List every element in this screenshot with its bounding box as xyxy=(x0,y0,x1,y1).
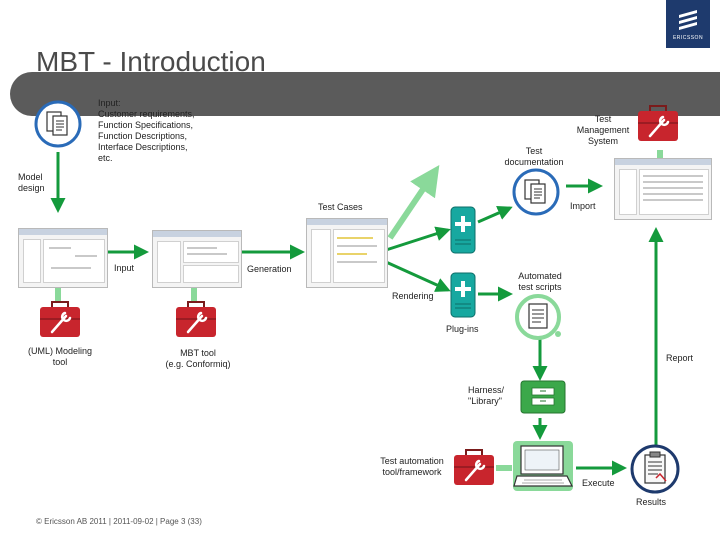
test-management-label: Test Management System xyxy=(576,114,630,146)
logo-wordmark: ERICSSON xyxy=(672,35,704,41)
branch-arrow-2 xyxy=(385,260,451,292)
mbt-tool-screenshot xyxy=(152,230,242,288)
page-title: MBT - Introduction xyxy=(36,46,266,77)
footer: © Ericsson AB 2011 | 2011-09-02 | Page 3… xyxy=(36,517,202,526)
clipboard-icon xyxy=(630,444,680,494)
results-label: Results xyxy=(636,497,667,507)
automated-scripts-label: Automated test scripts xyxy=(518,271,562,292)
ericsson-logo-icon xyxy=(679,10,697,30)
test-cases-label: Test Cases xyxy=(318,202,363,212)
plus-plugin-icon xyxy=(450,206,476,254)
test-management-screenshot xyxy=(614,158,712,220)
report-label: Report xyxy=(666,353,694,363)
plug-ins-label: Plug-ins xyxy=(446,324,479,334)
harness-label: Harness/ "Library" xyxy=(468,385,505,406)
documents-icon xyxy=(34,100,82,148)
toolbox-icon xyxy=(454,449,494,485)
import-label: Import xyxy=(570,201,596,211)
ericsson-logo: ERICSSON xyxy=(666,0,710,48)
mbt-tool-label: MBT tool (e.g. Conformiq) xyxy=(165,348,231,369)
uml-tool-label: (UML) Modeling tool xyxy=(27,346,93,367)
plus-plugin-icon xyxy=(450,272,476,318)
input-label: Input xyxy=(114,263,135,273)
test-automation-label: Test automation tool/framework xyxy=(380,456,444,477)
document-icon xyxy=(515,294,561,340)
model-design-label: Model design xyxy=(18,172,45,193)
toolbox-icon xyxy=(176,301,216,337)
test-cases-link xyxy=(387,165,440,240)
generation-label: Generation xyxy=(247,264,292,274)
toolbox-icon xyxy=(638,105,678,141)
documents-icon xyxy=(512,168,560,216)
plugin-doc-arrow xyxy=(477,205,513,224)
rendering-label: Rendering xyxy=(392,291,434,301)
input-requirements-label: Input: Customer requirements, Function S… xyxy=(98,98,195,163)
execute-label: Execute xyxy=(582,478,615,488)
toolbox-icon xyxy=(40,301,80,337)
test-cases-screenshot xyxy=(306,218,388,288)
test-documentation-label: Test documentation xyxy=(504,146,564,167)
library-module-icon xyxy=(520,380,566,414)
laptop-icon xyxy=(513,441,573,491)
modeling-tool-screenshot xyxy=(18,228,108,288)
title-bar xyxy=(10,72,720,116)
branch-arrow-1 xyxy=(385,226,451,252)
